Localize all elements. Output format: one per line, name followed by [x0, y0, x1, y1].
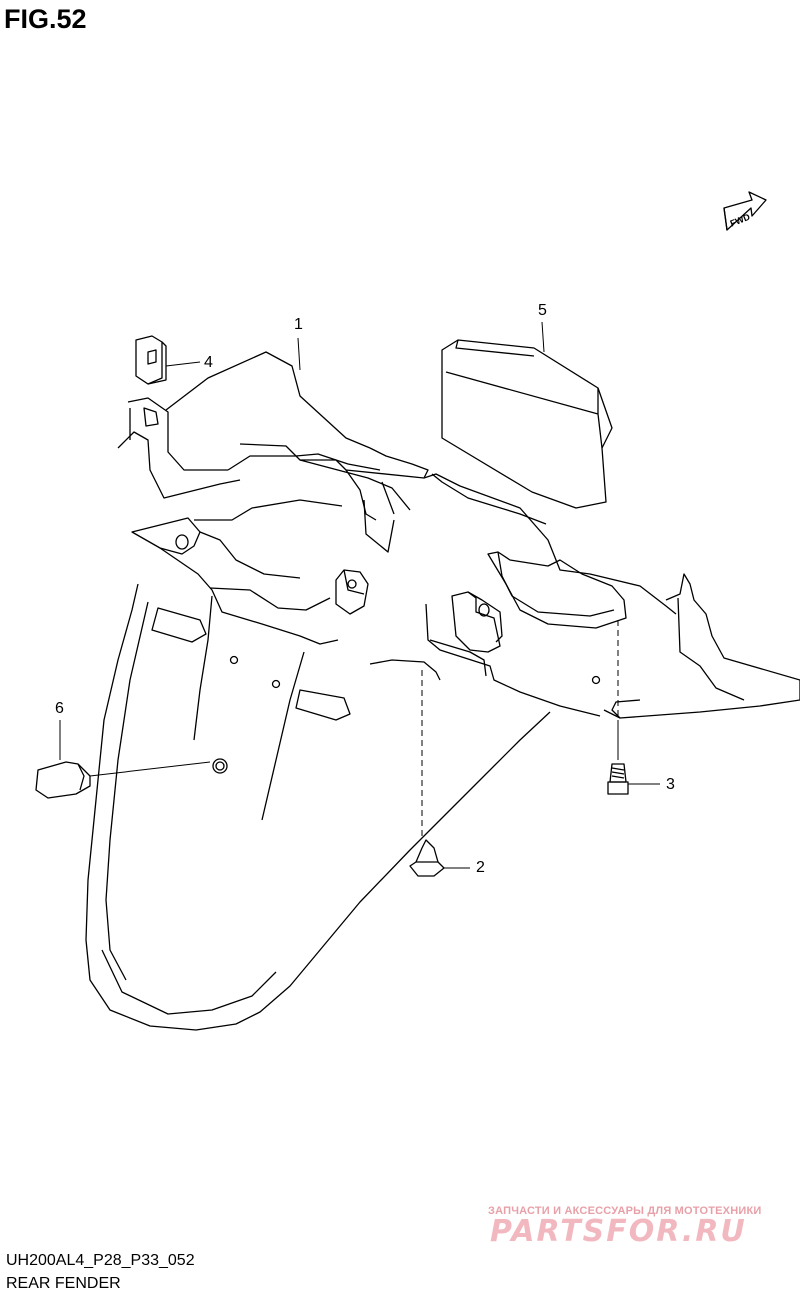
leader-lines	[59, 321, 660, 869]
part-1-rear-fender	[85, 351, 800, 1031]
fwd-arrow-icon: FWD	[723, 191, 767, 231]
callout-1: 1	[294, 316, 303, 333]
watermark-logo: PARTSFOR.RU	[490, 1214, 747, 1249]
part-4-clip	[135, 335, 167, 385]
part-5-pad	[441, 339, 613, 509]
diagram-name: REAR FENDER	[6, 1275, 121, 1292]
part-6-cushion	[35, 761, 211, 799]
callout-2: 2	[476, 859, 485, 876]
watermark-subtitle: ЗАПЧАСТИ И АКСЕССУАРЫ ДЛЯ МОТОТЕХНИКИ	[488, 1205, 762, 1217]
figure-title: FIG.52	[4, 4, 87, 34]
callout-3: 3	[666, 776, 675, 793]
diagram-code: UH200AL4_P28_P33_052	[6, 1252, 195, 1269]
part-3-bolt	[607, 763, 629, 795]
callout-6: 6	[55, 700, 64, 717]
callout-4: 4	[204, 354, 213, 371]
callout-5: 5	[538, 302, 547, 319]
